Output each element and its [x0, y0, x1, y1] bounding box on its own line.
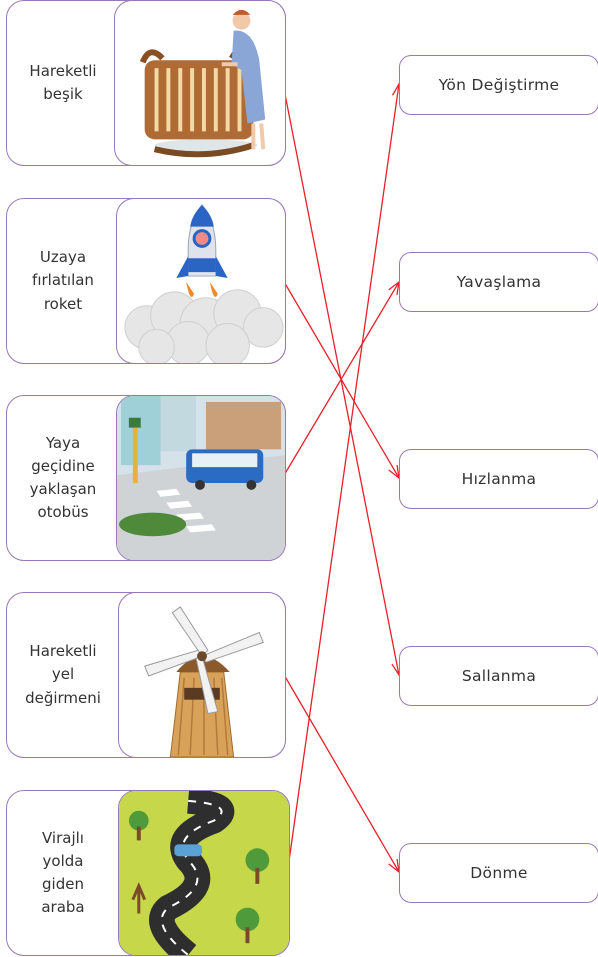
card-rocking-cradle[interactable]: Hareketli beşik [6, 0, 286, 166]
answer-box-swinging[interactable]: Sallanma [399, 646, 598, 706]
answer-label: Dönme [470, 864, 528, 882]
card-rocket-launch[interactable]: Uzaya fırlatılan roket [6, 198, 286, 364]
connector-line [282, 672, 400, 873]
card-bus-crosswalk[interactable]: Yaya geçidine yaklaşan otobüs [6, 395, 286, 561]
card-label: Virajlı yolda giden araba [41, 828, 85, 917]
bus-icon [117, 396, 285, 560]
card-winding-road[interactable]: Virajlı yolda giden araba [6, 790, 290, 956]
card-windmill[interactable]: Hareketli yel değirmeni [6, 592, 286, 758]
card-label: Hareketli beşik [29, 61, 97, 103]
cradle-image [114, 0, 286, 166]
answer-box-speeding-up[interactable]: Hızlanma [399, 449, 598, 509]
rocket-image [116, 198, 286, 364]
connector-line [287, 83, 400, 869]
answer-box-slowing[interactable]: Yavaşlama [399, 252, 598, 312]
answer-label: Hızlanma [461, 470, 537, 488]
answer-label: Yavaşlama [456, 273, 542, 291]
arrowhead-icon [388, 859, 400, 874]
card-label: Uzaya fırlatılan roket [32, 248, 94, 313]
answer-box-turning[interactable]: Dönme [399, 843, 598, 903]
answer-box-direction-change[interactable]: Yön Değiştirme [399, 55, 598, 115]
bus-image [116, 395, 286, 561]
answer-label: Yön Değiştirme [438, 76, 560, 94]
road-image [118, 790, 290, 956]
connector-line [282, 279, 400, 479]
windmill-image [118, 592, 286, 758]
road-icon [119, 791, 289, 955]
connector-line [282, 281, 400, 478]
cradle-icon [139, 9, 266, 158]
card-label: Hareketli yel değirmeni [25, 642, 101, 707]
rocket-icon [124, 204, 284, 363]
card-label: Yaya geçidine yaklaşan otobüs [29, 433, 97, 522]
arrowhead-icon [388, 280, 400, 295]
windmill-icon [144, 606, 264, 757]
arrowhead-icon [388, 465, 400, 480]
connector-line [282, 83, 400, 676]
answer-label: Sallanma [461, 667, 537, 685]
